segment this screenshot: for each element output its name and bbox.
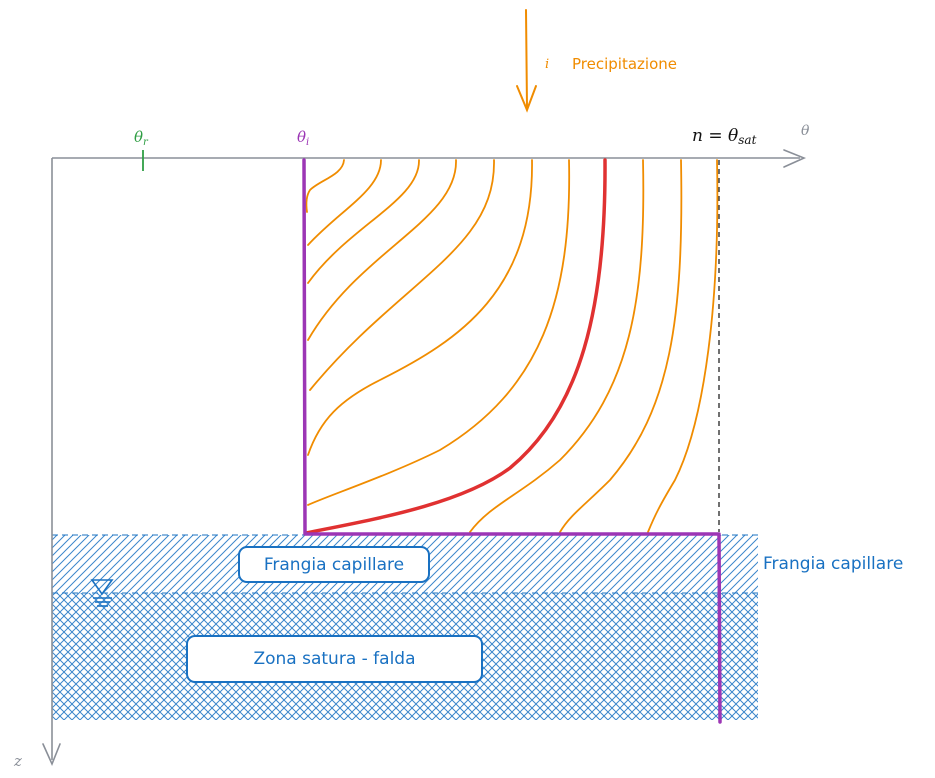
moisture-profile-curve (309, 159, 495, 391)
precipitation-label: Precipitazione (572, 55, 677, 73)
moisture-profile-curve (469, 159, 645, 533)
moisture-profile-curve (307, 159, 420, 284)
water-table-icon (90, 579, 114, 607)
rain-arrow (516, 9, 537, 113)
theta-i-label: θi (297, 128, 310, 148)
initial-moisture-profile (302, 158, 722, 724)
moisture-profile-curve (305, 159, 345, 213)
moisture-profile-curve (307, 159, 533, 456)
highlighted-profile-curve (304, 158, 607, 535)
capillary-fringe-side-label: Frangia capillare (763, 554, 904, 574)
moisture-profile-curve (307, 159, 457, 341)
z-axis-arrowhead (42, 743, 61, 767)
rain-intensity-symbol: i (545, 57, 550, 72)
theta-axis-arrowhead (783, 149, 807, 168)
moisture-profile-curve (307, 159, 382, 246)
moisture-profile-curve (647, 159, 719, 533)
moisture-profile-curve (307, 159, 571, 506)
capillary-fringe-box: Frangia capillare (238, 546, 430, 583)
z-axis-label: z (14, 752, 22, 770)
theta-axis-label: θ (801, 123, 810, 139)
theta-sat-label: n = θsat (692, 126, 757, 147)
moisture-profile-curve (559, 159, 683, 533)
theta-r-label: θr (134, 128, 148, 148)
moisture-profiles (305, 159, 719, 533)
saturated-zone-box: Zona satura - falda (186, 635, 483, 683)
